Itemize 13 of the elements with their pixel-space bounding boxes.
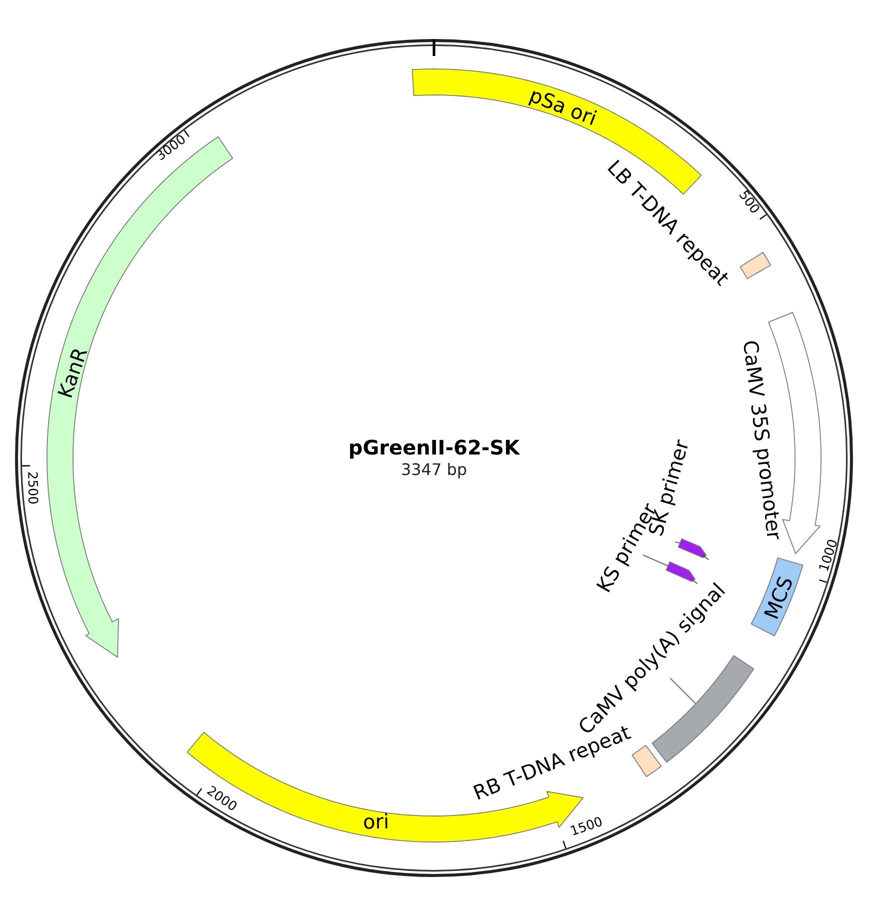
leader-line [642,554,668,566]
sequence-length: 3347 bp [400,460,468,480]
leader-line [674,542,680,544]
position-number: 2500 [23,471,39,505]
feature-label: KanR [54,344,92,402]
plasmid-name: pGreenII-62-SK [348,436,520,460]
feature-label: CaMV 35S promoter [738,338,786,542]
feature-label: ori [362,810,390,834]
feature-label: MCS [760,573,798,623]
feature-label: pSa ori [526,84,600,130]
leader-line [670,678,696,704]
position-number: 1500 [568,816,606,840]
position-number: 1000 [818,538,842,574]
